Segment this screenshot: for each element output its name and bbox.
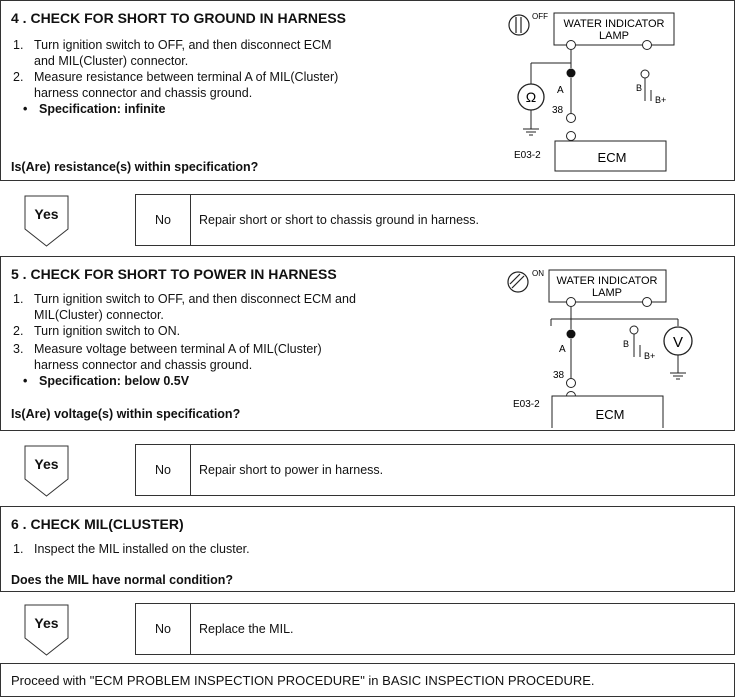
switch-state-label: OFF [532, 12, 548, 21]
svg-text:ECM: ECM [596, 407, 625, 422]
svg-text:E03-2: E03-2 [513, 399, 540, 410]
ignition-switch-on-icon [507, 271, 529, 293]
svg-text:WATER INDICATOR: WATER INDICATOR [563, 18, 664, 30]
section-6-question: Does the MIL have normal condition? [11, 573, 234, 587]
section-6-box: 6 . CHECK MIL(CLUSTER) 1. Inspect the MI… [0, 506, 735, 592]
svg-text:B+: B+ [644, 351, 655, 361]
svg-text:ECM: ECM [598, 150, 627, 165]
svg-text:38: 38 [552, 105, 564, 116]
section-5-circuit-diagram: ON WATER INDICATOR LAMP A V B B+ 38 E03-… [507, 269, 693, 428]
section-4-title: 4 . CHECK FOR SHORT TO GROUND IN HARNESS [11, 10, 346, 26]
section-4-spec: •Specification: infinite [23, 102, 166, 116]
section-5-question: Is(Are) voltage(s) within specification? [11, 407, 241, 421]
section-4-yes-arrow[interactable]: Yes [24, 195, 69, 247]
svg-text:WATER INDICATOR: WATER INDICATOR [556, 275, 657, 287]
section-4-no-action: Repair short or short to chassis ground … [199, 213, 479, 227]
section-4-box: 4 . CHECK FOR SHORT TO GROUND IN HARNESS… [0, 0, 735, 181]
svg-text:A: A [559, 344, 566, 355]
svg-text:A: A [557, 85, 564, 96]
terminal-a-dot [566, 68, 576, 78]
no-label: No [136, 604, 191, 654]
section-5-no-action: Repair short to power in harness. [199, 463, 384, 477]
svg-text:V: V [673, 334, 683, 351]
section-4-circuit-diagram: OFF WATER INDICATOR LAMP A Ω 38 E03-2 EC… [508, 12, 675, 172]
switch-state-label: ON [532, 269, 544, 278]
ecm-box [554, 140, 667, 172]
yes-label: Yes [34, 206, 59, 222]
ecm-box [551, 395, 664, 428]
svg-text:B: B [636, 83, 642, 93]
svg-text:B: B [623, 339, 629, 349]
section-6-no-box: No Replace the MIL. [135, 603, 735, 655]
section-4-no-box: No Repair short or short to chassis grou… [135, 194, 735, 246]
svg-text:38: 38 [553, 370, 565, 381]
svg-text:LAMP: LAMP [592, 287, 622, 299]
ground-symbol-icon [670, 372, 686, 380]
ground-symbol-icon [523, 128, 539, 136]
section-5-spec: •Specification: below 0.5V [23, 374, 190, 388]
svg-text:B+: B+ [655, 95, 666, 105]
section-5-box: 5 . CHECK FOR SHORT TO POWER IN HARNESS … [0, 256, 735, 431]
no-label: No [136, 445, 191, 495]
section-4-question: Is(Are) resistance(s) within specificati… [11, 160, 259, 174]
section-5-title: 5 . CHECK FOR SHORT TO POWER IN HARNESS [11, 266, 337, 282]
down-arrow-icon [24, 195, 69, 247]
svg-text:LAMP: LAMP [599, 30, 629, 42]
terminal-a-dot [566, 329, 576, 339]
no-label: No [136, 195, 191, 245]
section-6-title: 6 . CHECK MIL(CLUSTER) [11, 516, 184, 532]
section-6-no-action: Replace the MIL. [199, 622, 294, 636]
svg-text:E03-2: E03-2 [514, 150, 541, 161]
yes-label: Yes [34, 615, 59, 631]
section-5-yes-arrow[interactable]: Yes [24, 445, 69, 497]
down-arrow-icon [24, 604, 69, 656]
section-5-no-box: No Repair short to power in harness. [135, 444, 735, 496]
water-indicator-lamp-box [553, 12, 675, 46]
svg-text:Ω: Ω [526, 89, 536, 105]
down-arrow-icon [24, 445, 69, 497]
final-instruction: Proceed with "ECM PROBLEM INSPECTION PRO… [0, 663, 735, 697]
yes-label: Yes [34, 456, 59, 472]
ignition-switch-off-icon [508, 14, 530, 36]
section-6-yes-arrow[interactable]: Yes [24, 604, 69, 656]
water-indicator-lamp-box [548, 269, 667, 303]
